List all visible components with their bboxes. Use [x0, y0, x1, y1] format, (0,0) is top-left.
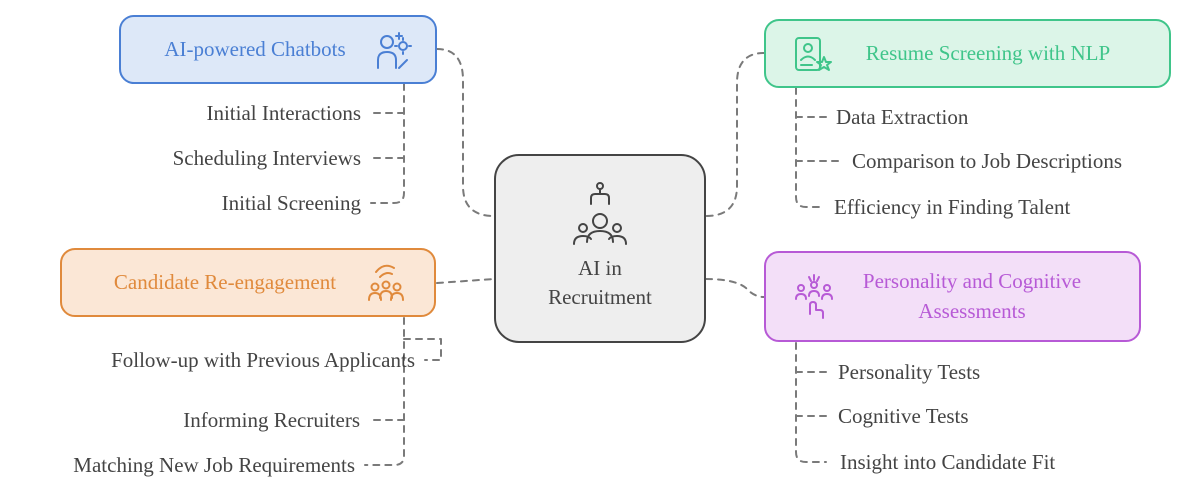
branch-node-resume[interactable]: Resume Screening with NLP	[764, 19, 1171, 88]
connector-center-reengage	[436, 278, 495, 284]
chatbots-item-2: Scheduling Interviews	[173, 146, 361, 170]
assess-item-2: Cognitive Tests	[838, 404, 969, 428]
connector-assess-trunk	[795, 342, 827, 463]
connector-chatbots-trunk	[370, 83, 405, 204]
reengage-item-2: Informing Recruiters	[183, 408, 360, 432]
reengage-item-1: Follow-up with Previous Applicants	[111, 348, 415, 372]
branch-label-assess-line2: Assessments	[918, 299, 1025, 323]
connector-resume-trunk	[795, 87, 824, 208]
connector-reengage-item-1	[403, 338, 442, 361]
assess-item-1: Personality Tests	[838, 360, 980, 384]
branch-node-reengage[interactable]: Candidate Re-engagement	[60, 248, 436, 317]
resume-star-icon	[795, 37, 832, 71]
branch-node-assess[interactable]: Personality and Cognitive Assessments	[764, 251, 1141, 342]
chatbots-item-1: Initial Interactions	[206, 101, 361, 125]
connector-center-assess	[705, 278, 765, 298]
center-node[interactable]: AI in Recruitment	[494, 154, 706, 343]
connector-reengage-trunk	[364, 317, 405, 466]
branch-label-assess-line1: Personality and Cognitive	[863, 269, 1081, 293]
chatbots-item-3: Initial Screening	[222, 191, 362, 215]
branch-label-resume: Resume Screening with NLP	[866, 41, 1110, 65]
resume-item-1: Data Extraction	[836, 105, 969, 129]
people-group-icon	[368, 264, 404, 301]
connector-center-resume	[705, 52, 765, 217]
branch-label-reengage: Candidate Re-engagement	[114, 270, 336, 294]
branch-node-chatbots[interactable]: AI-powered Chatbots	[119, 15, 437, 84]
resume-item-2: Comparison to Job Descriptions	[852, 149, 1122, 173]
team-assessment-icon	[795, 274, 833, 319]
center-label-line1: AI in	[578, 256, 622, 280]
robot-claw-people-icon	[573, 182, 627, 245]
center-label-line2: Recruitment	[548, 285, 652, 309]
reengage-item-3: Matching New Job Requirements	[73, 453, 355, 477]
branch-label-chatbots: AI-powered Chatbots	[164, 37, 345, 61]
assess-item-3: Insight into Candidate Fit	[840, 450, 1055, 474]
robot-gear-person-icon	[377, 32, 412, 69]
connector-center-chatbots	[436, 48, 495, 217]
resume-item-3: Efficiency in Finding Talent	[834, 195, 1070, 219]
